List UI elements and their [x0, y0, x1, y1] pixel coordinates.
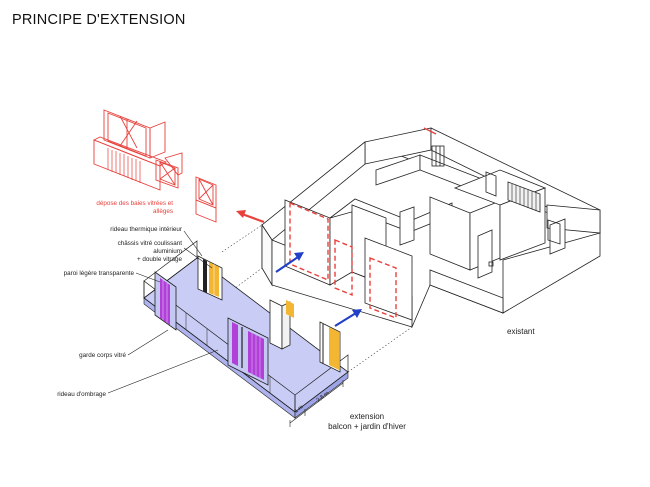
shade-curtain-panel	[227, 317, 269, 386]
extension-label-line1: extension	[350, 412, 384, 421]
removed-top-mark	[423, 127, 437, 135]
removed-openings	[289, 201, 397, 320]
extension-arrow-lower	[334, 309, 362, 327]
right-glazed-frame	[319, 321, 341, 373]
frame-label-line1: châssis vitré coulissant	[118, 240, 183, 247]
removed-elements	[92, 109, 217, 223]
shade-curtain-label: rideau d'ombrage	[57, 391, 106, 398]
removal-arrow	[236, 210, 265, 224]
extension-label-line2: balcon + jardin d'hiver	[328, 422, 406, 431]
existing-apartment	[261, 127, 601, 328]
light-transparent-wall	[154, 271, 177, 331]
dimension-lines	[289, 380, 344, 427]
removal-label-line1: dépose des baies vitrées et	[96, 200, 173, 207]
thermal-curtain-label: rideau thermique intérieur	[110, 226, 182, 233]
existing-openings	[431, 145, 561, 267]
existing-label: existant	[507, 327, 535, 336]
leader-lines	[107, 230, 219, 394]
thermal-curtain-panel	[269, 299, 294, 350]
light-wall-label: paroi légère transparente	[64, 270, 135, 277]
removal-label-line2: allèges	[153, 208, 173, 215]
sliding-glazed-frame	[197, 255, 223, 301]
extension-arrow-upper	[275, 252, 304, 273]
frame-label-line2: aluminium	[153, 248, 182, 255]
dimension-1m: 1 m	[294, 404, 305, 415]
frame-label-line3: + double vitrage	[137, 256, 182, 263]
page-title: PRINCIPE D'EXTENSION	[12, 12, 186, 28]
glass-railing-label: garde corps vitré	[79, 352, 126, 359]
